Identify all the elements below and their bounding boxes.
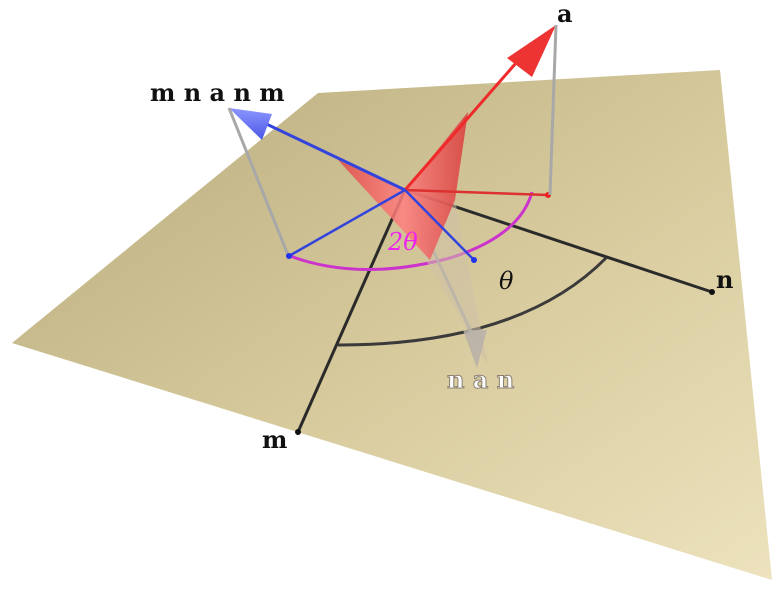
mnanm-arrowhead: [229, 108, 272, 140]
mnanm-projection-point: [286, 253, 292, 259]
label-m: m: [262, 425, 287, 454]
nan-arrowhead: [463, 330, 487, 368]
a-projection-line: [404, 188, 549, 197]
a-vector-line: [403, 54, 525, 191]
m-point: [295, 429, 301, 435]
label-nan: n a n: [447, 365, 514, 394]
n-point: [709, 289, 715, 295]
red-cone: [338, 112, 468, 260]
nan-projection-point: [471, 257, 477, 263]
label-theta: θ: [499, 267, 514, 295]
a-arrowhead: [507, 25, 556, 77]
a-drop-line: [548, 24, 558, 196]
mnanm-drop-line: [227, 107, 290, 256]
label-mnanm: m n a n m: [150, 78, 285, 107]
mnanm-vector-line: [257, 118, 406, 192]
label-two-theta: 2θ: [387, 228, 418, 256]
nan-projection-line: [404, 189, 475, 261]
label-n: n: [716, 265, 733, 294]
mnanm-projection-line: [288, 188, 406, 258]
theta-arc: [337, 256, 608, 347]
plane: [12, 70, 772, 580]
label-a: a: [557, 0, 573, 28]
m-axis-line: [296, 189, 407, 433]
